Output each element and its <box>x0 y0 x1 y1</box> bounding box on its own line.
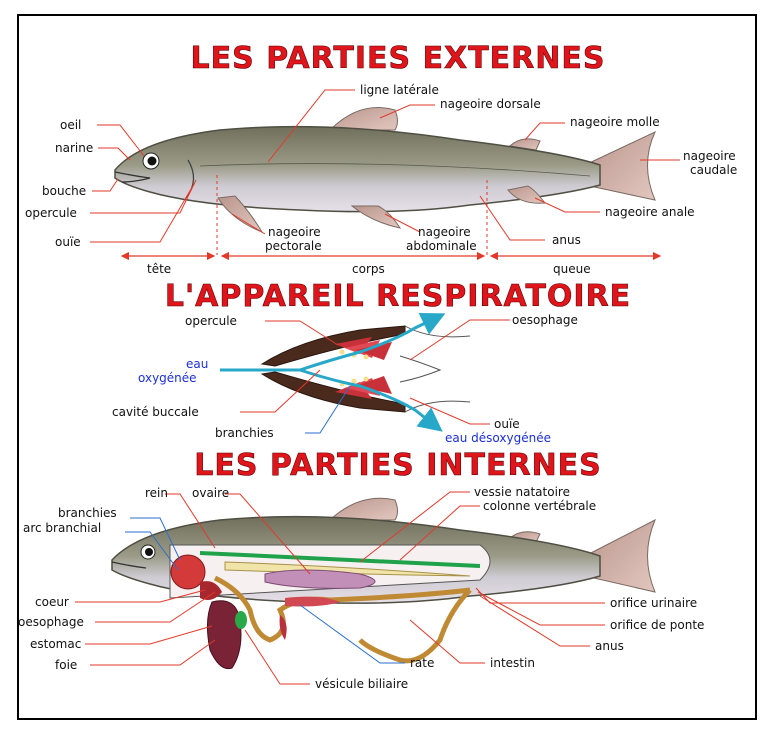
title-internal: LES PARTIES INTERNES <box>194 448 602 483</box>
respiratory-diagram <box>220 316 470 428</box>
label-resp-ouie: ouïe <box>494 417 520 431</box>
label-bouche: bouche <box>42 184 86 198</box>
label-opercule: opercule <box>25 206 77 220</box>
label-narine: narine <box>55 141 93 155</box>
label-rein: rein <box>145 486 168 500</box>
label-vessie-natatoire: vessie natatoire <box>474 485 570 499</box>
label-nageoire-abdominale-2: abdominale <box>406 239 477 253</box>
label-ovaire: ovaire <box>192 486 229 500</box>
label-resp-branchies: branchies <box>215 426 274 440</box>
liver <box>207 601 241 669</box>
label-coeur: coeur <box>35 595 69 609</box>
internal-gills <box>171 555 205 589</box>
label-orifice-urinaire: orifice urinaire <box>610 596 697 610</box>
gallbladder <box>235 611 247 629</box>
internal-pupil <box>145 548 153 556</box>
title-external: LES PARTIES EXTERNES <box>191 41 606 76</box>
label-oxygenee: oxygénée <box>138 371 197 385</box>
label-oeil: oeil <box>60 118 81 132</box>
label-intestin: intestin <box>490 656 535 670</box>
label-cavite-buccale: cavité buccale <box>112 405 199 419</box>
pupil <box>148 157 157 166</box>
label-nageoire-caudale-1: nageoire <box>683 149 736 163</box>
dorsal-fin <box>330 108 398 131</box>
label-eau-desoxygenee: eau désoxygénée <box>445 431 551 445</box>
label-nageoire-abdominale-1: nageoire <box>418 225 471 239</box>
label-nageoire-anale: nageoire anale <box>605 205 695 219</box>
label-eau: eau <box>186 357 208 371</box>
internal-fish <box>112 498 655 668</box>
label-vesicule-biliaire: vésicule biliaire <box>315 677 408 691</box>
label-orifice-de-ponte: orifice de ponte <box>610 618 704 632</box>
label-colonne-vertebrale: colonne vertébrale <box>483 499 596 513</box>
label-anus: anus <box>552 233 581 247</box>
label-int-oesophage: oesophage <box>18 615 84 629</box>
label-estomac: estomac <box>30 637 81 651</box>
label-nageoire-pectorale-2: pectorale <box>265 239 322 253</box>
label-resp-opercule: opercule <box>185 314 237 328</box>
label-queue: queue <box>553 262 591 276</box>
label-arc-branchial: arc branchial <box>23 521 101 535</box>
label-foie: foie <box>55 658 77 672</box>
label-resp-oesophage: oesophage <box>512 313 578 327</box>
label-tete: tête <box>147 262 171 276</box>
label-nageoire-pectorale-1: nageoire <box>268 225 321 239</box>
label-int-anus: anus <box>595 639 624 653</box>
label-rate: rate <box>410 656 434 670</box>
label-nageoire-caudale-2: caudale <box>690 163 737 177</box>
label-ligne-laterale: ligne latérale <box>360 83 439 97</box>
label-ouie: ouïe <box>55 235 81 249</box>
label-nageoire-molle: nageoire molle <box>570 115 660 129</box>
label-corps: corps <box>352 262 385 276</box>
label-int-branchies: branchies <box>58 506 117 520</box>
label-nageoire-dorsale: nageoire dorsale <box>440 97 541 111</box>
title-respiratory: L'APPAREIL RESPIRATOIRE <box>165 279 631 314</box>
